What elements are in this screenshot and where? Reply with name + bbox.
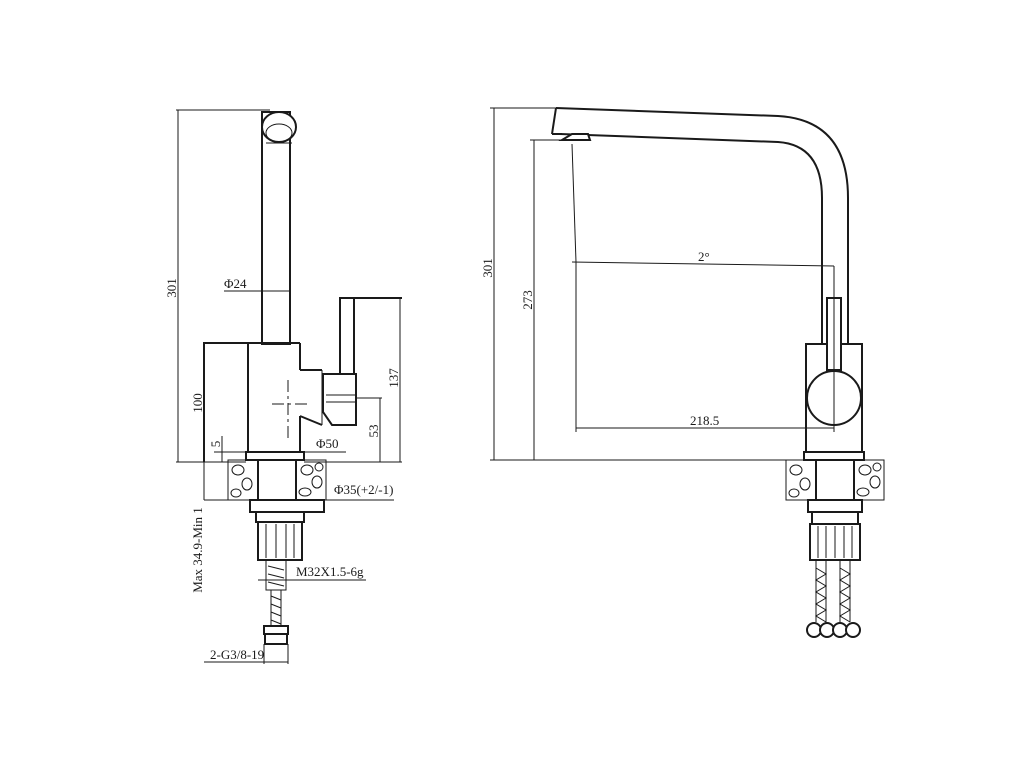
front-countertop bbox=[785, 459, 885, 501]
side-threaded-shank bbox=[265, 559, 287, 591]
front-base-ring bbox=[803, 451, 865, 461]
side-dim-hose-connector: 2-G3/8-19 bbox=[210, 647, 264, 662]
front-hoses bbox=[806, 560, 861, 638]
side-hose bbox=[263, 590, 289, 645]
front-spout bbox=[551, 107, 849, 344]
front-mounting-nut bbox=[807, 499, 863, 561]
side-spout-tube bbox=[261, 111, 291, 345]
front-dimensions bbox=[490, 107, 835, 461]
side-dim-spout-diameter: Φ24 bbox=[224, 276, 247, 291]
side-mounting-nut bbox=[249, 499, 325, 561]
front-dim-spout-height: 273 bbox=[520, 290, 535, 310]
side-dim-height-total: 301 bbox=[164, 278, 179, 298]
side-countertop bbox=[227, 459, 327, 501]
side-dim-thread: M32X1.5-6g bbox=[296, 564, 364, 579]
side-dim-base-diameter: Φ50 bbox=[316, 436, 339, 451]
front-dim-angle: 2° bbox=[698, 249, 710, 264]
side-dim-hole-diameter: Φ35(+2/-1) bbox=[334, 482, 393, 497]
side-view: 301 Φ24 100 137 53 5 Φ50 Φ35(+2/-1) Max … bbox=[164, 109, 402, 664]
side-dim-handle-offset: 53 bbox=[366, 425, 381, 438]
side-dim-handle-height: 137 bbox=[386, 368, 401, 388]
side-base-ring bbox=[245, 451, 305, 461]
side-dim-mount-thickness: Max 34.9-Min 1 bbox=[190, 507, 205, 593]
front-view: 301 273 2° 218.5 bbox=[480, 107, 885, 638]
side-dim-base-offset: 5 bbox=[208, 441, 223, 448]
side-dimensions bbox=[176, 109, 402, 664]
side-spout-head bbox=[261, 111, 297, 144]
front-dim-height-total: 301 bbox=[480, 258, 495, 278]
side-handle bbox=[322, 297, 402, 426]
front-dim-reach: 218.5 bbox=[690, 413, 719, 428]
side-dim-body-height: 100 bbox=[190, 393, 205, 413]
